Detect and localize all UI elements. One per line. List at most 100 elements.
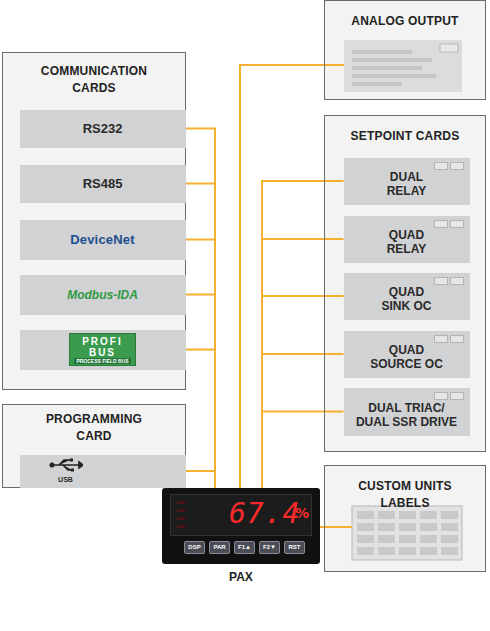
group-panel: CUSTOM UNITS LABELS: [324, 465, 486, 572]
setpoint-card-label: DUAL RELAY: [379, 170, 434, 198]
profibus-subtitle: PROCESS FIELD BUS: [74, 358, 130, 364]
panel-title: CUSTOM UNITS LABELS: [350, 478, 460, 512]
usb-label: USB: [46, 476, 86, 484]
card-label: RS485: [83, 177, 123, 191]
connector-wire: [186, 129, 216, 489]
label-cell: [399, 547, 416, 555]
connector-wire: [262, 181, 344, 488]
inner-leader: [324, 526, 352, 528]
connector-wire: [262, 412, 344, 489]
meter-button: PAR: [209, 541, 230, 554]
card-box: DUAL RELAY: [344, 158, 470, 205]
meter-name: PAX: [162, 570, 320, 584]
group-panel: ANALOG OUTPUT: [324, 0, 486, 100]
label-cell: [420, 511, 437, 519]
pax-meter: 67.4%DSPPARF1▲F2▼RSTPAX: [162, 488, 320, 564]
indicator-led: [177, 509, 185, 512]
card-notch: [450, 335, 464, 343]
label-cell: [420, 535, 437, 543]
setpoint-card-label: DUAL TRIAC/ DUAL SSR DRIVE: [352, 401, 462, 429]
card-box: QUAD SOURCE OC: [344, 331, 470, 378]
label-cell: [399, 535, 416, 543]
card-notch: [434, 220, 448, 228]
setpoint-card-label: QUAD RELAY: [379, 228, 434, 256]
card-notch: [434, 335, 448, 343]
display-digits: 67.4: [229, 499, 300, 529]
indicator-led: [177, 501, 185, 504]
card-notch: [450, 392, 464, 400]
card-box: PROFI BUSPROCESS FIELD BUS: [20, 330, 186, 370]
setpoint-card-label: QUAD SINK OC: [376, 285, 438, 313]
card-box: Modbus-IDA: [20, 275, 186, 315]
meter-button: DSP: [184, 541, 205, 554]
devicenet-logo: DeviceNet: [70, 233, 135, 247]
label-cell: [378, 523, 395, 531]
indicator-led: [177, 525, 185, 528]
label-cell: [357, 535, 374, 543]
panel-title: SETPOINT CARDS: [335, 128, 475, 145]
label-cell: [399, 523, 416, 531]
connector-wire: [262, 296, 344, 488]
usb-icon: [49, 458, 83, 472]
card-notch: [434, 392, 448, 400]
usb-trident: [51, 460, 83, 470]
label-cell: [420, 547, 437, 555]
card-box: DeviceNet: [20, 220, 186, 260]
display-unit: %: [295, 505, 309, 521]
profibus-word: PROFI BUS: [81, 336, 123, 358]
label-cell: [378, 511, 395, 519]
card-box: DUAL TRIAC/ DUAL SSR DRIVE: [344, 388, 470, 436]
label-cell: [357, 547, 374, 555]
group-panel: SETPOINT CARDS DUAL RELAY QUAD RELAY QUAD S…: [324, 115, 486, 452]
card-notch: [450, 277, 464, 285]
analog-card-art: [344, 40, 462, 92]
panel-title: PROGRAMMING CARD: [35, 411, 153, 445]
panel-title: ANALOG OUTPUT: [335, 13, 475, 30]
card-notch: [450, 220, 464, 228]
connector-wire: [262, 354, 344, 488]
label-cell: [441, 523, 458, 531]
panel-fills: [2, 0, 486, 572]
label-cell: [441, 535, 458, 543]
label-cell: [357, 511, 374, 519]
card-notch: [434, 277, 448, 285]
card-box: USB: [20, 455, 186, 488]
connector-wire: [186, 240, 216, 489]
usb-dot: [49, 463, 54, 468]
group-panel: PROGRAMMING CARD USB: [2, 404, 186, 488]
label-sheet-art: [352, 506, 462, 560]
inner-leader: [324, 64, 344, 66]
card-label: RS232: [83, 122, 123, 136]
usb-logo: USB: [46, 458, 86, 484]
usb-square: [71, 469, 74, 472]
label-cell: [441, 511, 458, 519]
group-panel: COMMUNICATION CARDS RS232RS485DeviceNetMo…: [2, 52, 186, 390]
card-notch: [434, 162, 448, 170]
connector-wire: [240, 65, 324, 488]
connector-wire: [186, 184, 216, 489]
button-row: DSPPARF1▲F2▼RST: [184, 541, 305, 554]
card-box: RS485: [20, 165, 186, 203]
card-box: RS232: [20, 110, 186, 148]
panel-title: COMMUNICATION CARDS: [35, 63, 153, 97]
card-box: QUAD RELAY: [344, 216, 470, 263]
meter-button: F2▼: [259, 541, 280, 554]
connector-wire: [186, 295, 216, 489]
card-notch: [450, 162, 464, 170]
connector-wire: [186, 471, 216, 488]
label-cell: [378, 535, 395, 543]
label-cell: [420, 523, 437, 531]
indicator-led: [177, 517, 185, 520]
usb-square: [70, 459, 73, 462]
profibus-logo: PROFI BUSPROCESS FIELD BUS: [69, 333, 135, 366]
connector-wire: [262, 239, 344, 488]
meter-display: 67.4%: [170, 494, 312, 536]
label-cell: [378, 547, 395, 555]
label-cell: [357, 523, 374, 531]
meter-button: RST: [284, 541, 305, 554]
card-box: QUAD SINK OC: [344, 273, 470, 320]
connector-wire: [186, 350, 216, 489]
modbus-logo: Modbus-IDA: [67, 288, 138, 302]
label-cell: [399, 511, 416, 519]
